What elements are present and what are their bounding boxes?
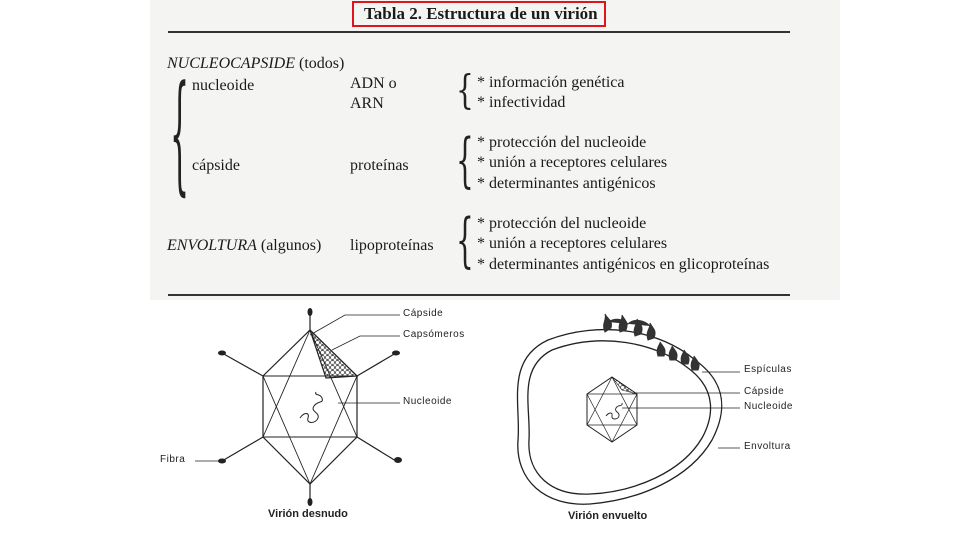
inner-capsomeres-patch [612,377,637,394]
enveloped-virion-caption: Virión envuelto [568,510,647,522]
enveloped-nucleoide-label: Nucleoide [744,401,793,412]
inner-capsid [587,377,637,442]
enveloped-virion-diagram [517,314,740,504]
enveloped-espiculas-label: Espículas [744,364,792,375]
capsid-fibers [222,314,396,500]
enveloped-envoltura-label: Envoltura [744,441,791,452]
inner-capsid-facets [587,377,637,442]
capsid-facets [263,330,357,484]
naked-virion-diagram [195,308,402,506]
naked-fibra-label: Fibra [160,454,185,465]
nucleic-acid-coil [300,392,322,423]
naked-capsomeros-label: Capsómeros [403,329,465,340]
enveloped-virion-leaders [622,372,740,448]
naked-nucleoide-label: Nucleoide [403,396,452,407]
naked-virion-leaders [195,315,400,461]
icosahedral-capsid [263,330,357,484]
naked-capside-label: Cápside [403,308,443,319]
fiber-knobs [218,308,402,506]
inner-nucleic-acid-coil [606,403,622,419]
envelope-outer [517,330,721,505]
enveloped-capside-label: Cápside [744,386,784,397]
capsomeres-patch [310,330,357,378]
naked-virion-caption: Virión desnudo [268,508,348,520]
